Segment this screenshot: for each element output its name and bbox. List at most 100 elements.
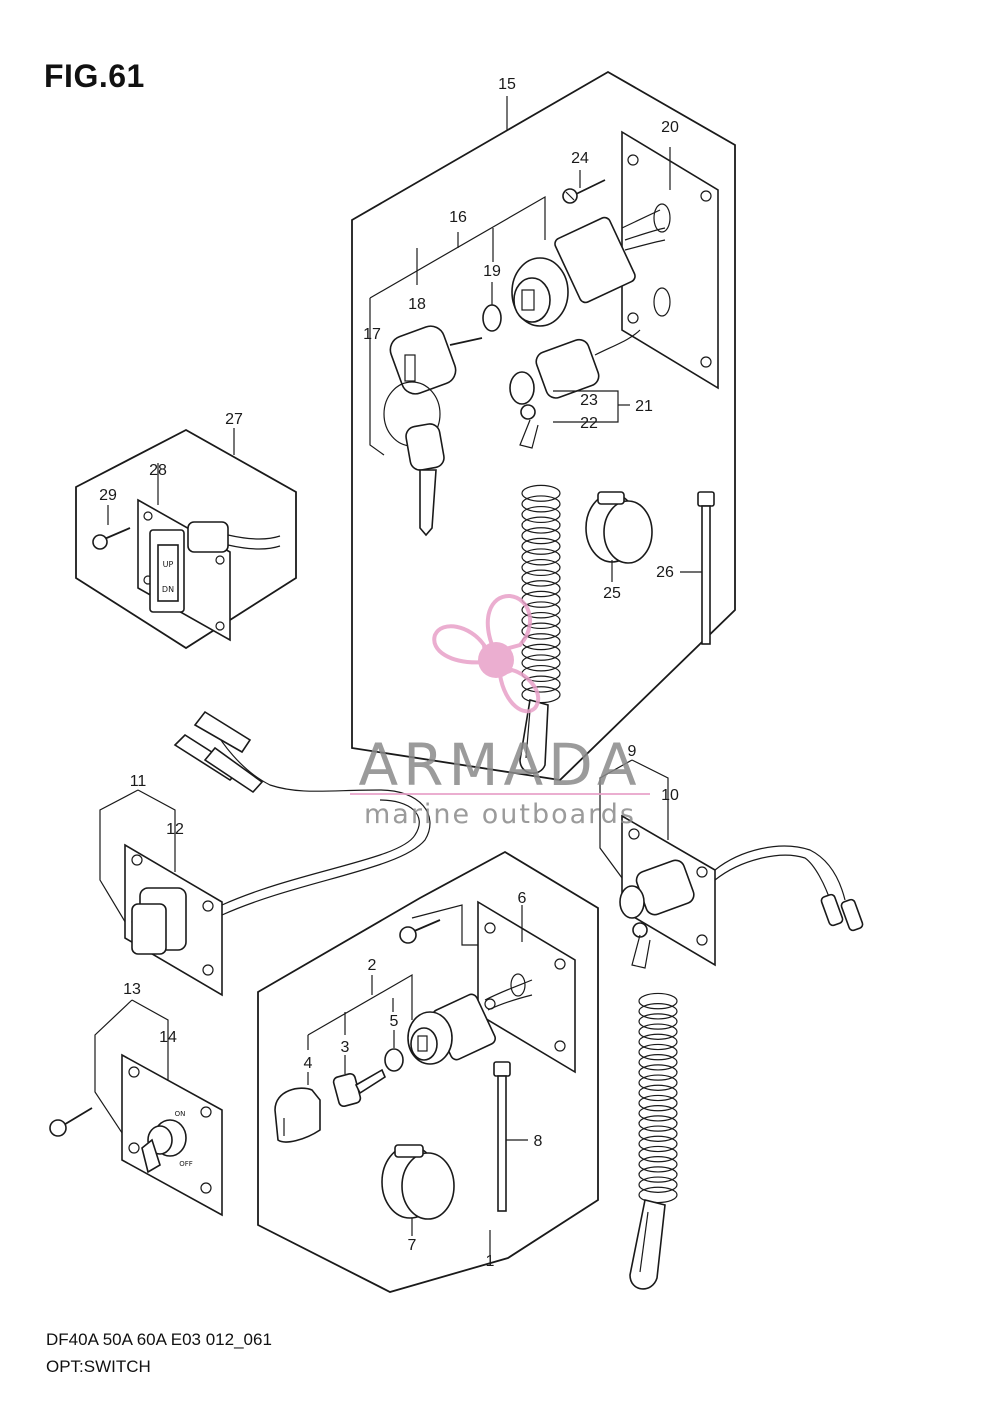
label-2: 2 — [368, 957, 377, 974]
panel-6 — [477, 900, 576, 1074]
screw-24 — [562, 170, 606, 204]
label-17: 17 — [363, 326, 381, 343]
label-21: 21 — [635, 398, 653, 415]
coil-loop — [521, 675, 561, 693]
coil-loop — [638, 992, 678, 1010]
label-5: 5 — [390, 1013, 399, 1030]
propeller-logo — [432, 593, 541, 714]
ignition-switch-2 — [407, 979, 533, 1065]
coil-loop — [638, 1094, 678, 1112]
coil-loop — [638, 1176, 678, 1193]
coil-loop — [638, 1166, 678, 1183]
coil-loop — [521, 580, 561, 598]
label-22: 22 — [580, 415, 598, 432]
coil-loop — [521, 569, 561, 587]
label-25: 25 — [603, 585, 621, 602]
screw-kit-1 — [399, 904, 478, 946]
label-10: 10 — [661, 787, 679, 804]
toggle-off-mark: OFF — [179, 1160, 193, 1168]
lanyard-clip-9 — [629, 1199, 666, 1290]
lanyard-clip-15 — [519, 698, 549, 774]
coil-loop — [521, 495, 561, 513]
section-name: OPT:SWITCH — [46, 1357, 151, 1376]
coil-loop — [521, 601, 561, 619]
label-18: 18 — [408, 296, 426, 313]
label-23: 23 — [580, 392, 598, 409]
bracket-16 — [369, 195, 546, 456]
label-20: 20 — [661, 119, 679, 136]
label-27: 27 — [225, 411, 243, 428]
screw-29 — [92, 505, 131, 550]
label-13: 13 — [123, 981, 141, 998]
model-code: DF40A 50A 60A E03 012_061 — [46, 1330, 272, 1349]
coil-loop — [521, 548, 561, 566]
watermark-tagline: marine outboards — [364, 799, 636, 830]
label-8: 8 — [534, 1133, 543, 1150]
kit-15-frame — [351, 70, 736, 781]
coiled-lanyard-9 — [638, 992, 678, 1204]
coil-loop — [638, 1156, 678, 1173]
cable-tie-8 — [493, 1061, 528, 1212]
coil-loop — [638, 1033, 678, 1051]
label-14: 14 — [159, 1029, 177, 1046]
key-set-17-18 — [383, 325, 483, 537]
kit-27-frame — [75, 428, 297, 650]
coil-loop — [638, 1145, 678, 1163]
coiled-lanyard-15 — [521, 484, 561, 704]
switch-markings: UP DN ON OFF — [162, 560, 193, 1168]
coil-loop — [521, 537, 561, 555]
key-3 — [332, 1055, 387, 1108]
figure-title: FIG.61 — [44, 58, 145, 94]
label-4: 4 — [304, 1055, 313, 1072]
label-11: 11 — [130, 773, 147, 790]
propeller-blade-left — [432, 624, 489, 665]
coil-loop — [521, 516, 561, 534]
switch-group-13 — [49, 999, 223, 1217]
propeller-blade-bottom — [497, 667, 541, 714]
cable-tie-26 — [680, 491, 715, 645]
switch-group-11 — [99, 710, 431, 997]
watermark-brand: ARMADA — [358, 731, 641, 799]
trim-switch-panel-28 — [137, 463, 281, 642]
nut-19 — [482, 282, 502, 332]
coil-loop — [521, 527, 561, 545]
label-3: 3 — [341, 1039, 350, 1056]
kit-1-frame — [257, 850, 599, 1293]
coil-loop — [638, 1023, 678, 1040]
coil-loop — [521, 643, 561, 661]
coil-loop — [638, 1135, 678, 1153]
coil-loop — [638, 1054, 678, 1071]
coil-loop — [638, 1064, 678, 1081]
label-24: 24 — [571, 150, 589, 167]
ignition-switch-16 — [511, 209, 666, 327]
coil-loop — [638, 1043, 678, 1061]
coil-loop — [638, 1084, 678, 1102]
propeller-blade-top — [485, 593, 532, 655]
coil-loop — [638, 1013, 678, 1030]
label-6: 6 — [518, 890, 527, 907]
kill-switch-group-9 — [599, 759, 864, 969]
cap-7 — [381, 1144, 455, 1236]
panel-20 — [621, 130, 719, 390]
key-cover-4 — [274, 1072, 321, 1143]
coil-loop — [521, 611, 561, 630]
kill-switch-21 — [509, 329, 641, 449]
label-19: 19 — [483, 263, 501, 280]
coil-loop — [638, 1125, 678, 1142]
coil-loop — [638, 1105, 678, 1122]
propeller-hub — [478, 642, 514, 678]
trim-dn-mark: DN — [162, 585, 174, 594]
coil-loop — [521, 484, 561, 502]
nut-5 — [384, 1030, 404, 1072]
coil-loop — [521, 558, 561, 577]
label-26: 26 — [656, 564, 674, 581]
bracket-2 — [307, 973, 413, 1050]
label-29: 29 — [99, 487, 117, 504]
label-1: 1 — [486, 1253, 495, 1270]
label-15: 15 — [498, 76, 516, 93]
coil-loop — [521, 622, 561, 640]
toggle-on-mark: ON — [175, 1110, 186, 1118]
cap-25 — [585, 491, 653, 582]
label-16: 16 — [449, 209, 467, 226]
